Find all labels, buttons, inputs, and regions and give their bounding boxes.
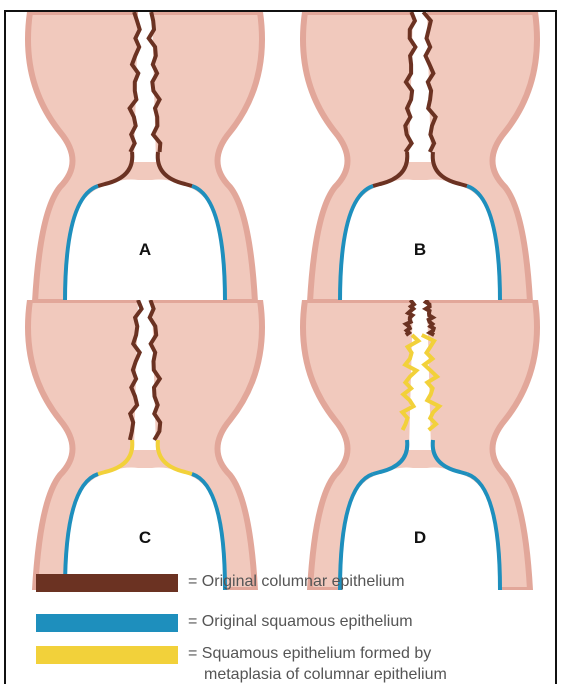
panel-c: C	[10, 300, 280, 590]
metaplasia-prefix: =	[188, 645, 197, 662]
panel-label-a: A	[10, 240, 280, 260]
metaplasia-label: Squamous epithelium formed by	[202, 645, 431, 662]
panel-label-b: B	[285, 240, 555, 260]
panel-label-c: C	[10, 528, 280, 548]
metaplasia-swatch	[36, 646, 178, 664]
columnar-prefix: =	[188, 573, 197, 590]
panel-a: A	[10, 12, 280, 302]
metaplasia-label-line2: metaplasia of columnar epithelium	[204, 666, 447, 684]
legend: = Original columnar epithelium = Origina…	[36, 574, 556, 684]
panel-d: D	[285, 300, 555, 590]
squamous-label: Original squamous epithelium	[202, 613, 413, 630]
squamous-prefix: =	[188, 613, 197, 630]
columnar-label: Original columnar epithelium	[202, 573, 405, 590]
columnar-swatch	[36, 574, 178, 592]
metaplasia-legend-text: = Squamous epithelium formed by	[188, 645, 431, 663]
columnar-legend-text: = Original columnar epithelium	[188, 573, 405, 591]
squamous-legend-text: = Original squamous epithelium	[188, 613, 413, 631]
squamous-swatch	[36, 614, 178, 632]
panel-label-d: D	[285, 528, 555, 548]
panel-b: B	[285, 12, 555, 302]
